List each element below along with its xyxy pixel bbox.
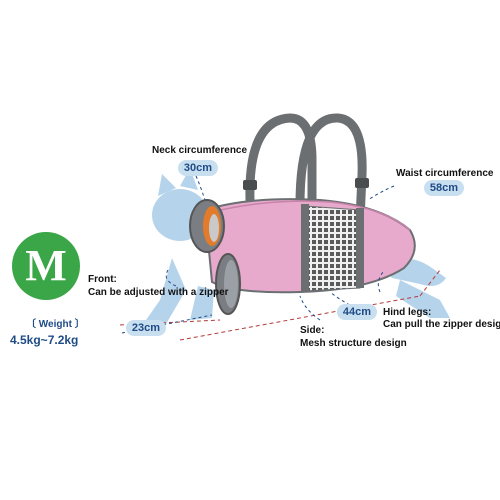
bag-top-seam <box>211 200 411 231</box>
waist-value-badge: 58cm <box>424 180 464 196</box>
hind-desc: Can pull the zipper design <box>383 319 500 330</box>
weight-range: 4.5kg~7.2kg <box>10 333 79 347</box>
cat-silhouette <box>146 168 450 324</box>
neck-opening <box>189 199 225 253</box>
size-badge: M <box>12 232 80 300</box>
mesh-panel <box>304 205 361 292</box>
front-length-badge: 23cm <box>126 320 166 336</box>
neck-label: Neck circumference <box>152 145 248 156</box>
front-zipper <box>215 253 241 315</box>
front-title: Front: <box>88 274 117 285</box>
side-title: Side: <box>300 325 325 336</box>
hind-title: Hind legs: <box>383 307 432 318</box>
front-desc: Can be adjusted with a zipper <box>88 287 229 298</box>
waist-label: Waist circumference <box>396 168 494 179</box>
bag-handles <box>245 113 367 225</box>
weight-label: 〔 Weight 〕 <box>26 319 85 330</box>
neck-value-badge: 30cm <box>178 160 218 176</box>
body-length-badge: 44cm <box>337 304 377 320</box>
handle-buckles <box>243 178 369 190</box>
side-desc: Mesh structure design <box>300 338 407 349</box>
belly-strap <box>301 204 364 292</box>
